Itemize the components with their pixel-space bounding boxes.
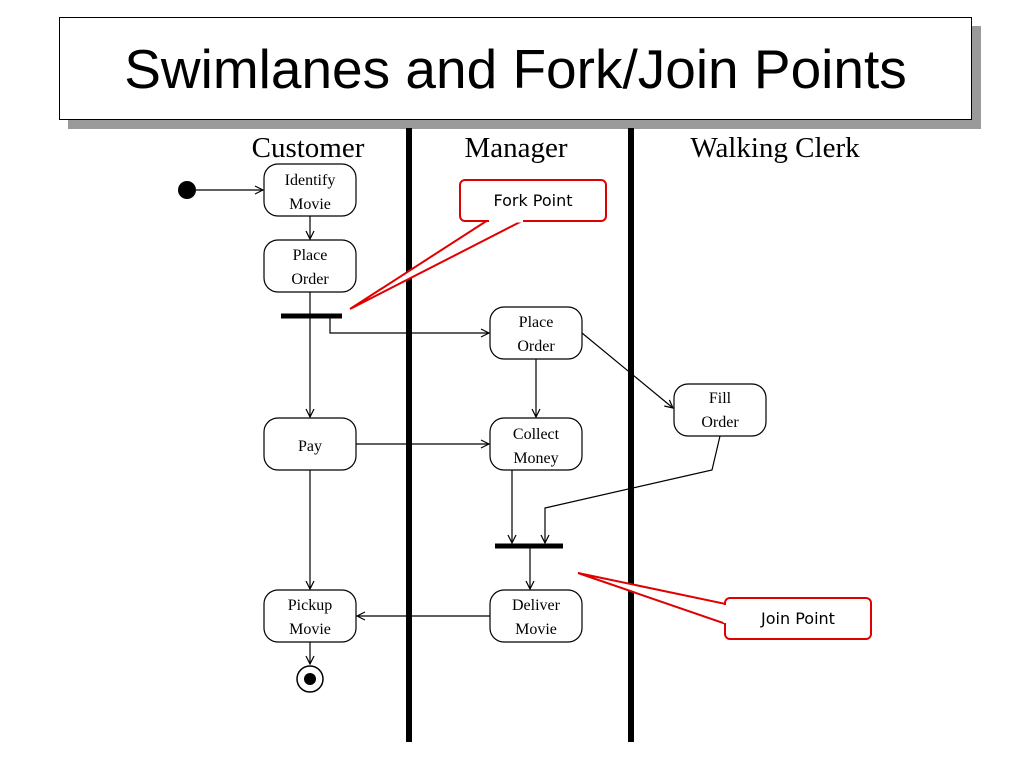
activity-fill-order: Fill Order xyxy=(673,383,767,437)
activity-fill-order-line-1: Fill xyxy=(709,390,732,407)
page-title: Swimlanes and Fork/Join Points xyxy=(124,37,907,100)
callout-join-point: Join Point xyxy=(577,572,872,640)
callout-fork-box xyxy=(459,179,607,222)
activity-identify-movie-line-1: Identify xyxy=(285,172,336,189)
callout-fork-label: Fork Point xyxy=(493,191,572,210)
activity-place-order-customer: Place Order xyxy=(263,239,357,293)
activity-place-order-manager-line-1: Place xyxy=(519,314,554,331)
activity-place-order-customer-line-2: Order xyxy=(291,271,329,288)
activity-place-order-manager: Place Order xyxy=(489,306,583,360)
activity-deliver-movie: Deliver Movie xyxy=(489,589,583,643)
edge-fork-to-manager-place-order xyxy=(329,318,489,333)
activity-pay: Pay xyxy=(263,417,357,471)
edge-fill-order-to-join xyxy=(545,435,721,543)
lane-title-walking-clerk: Walking Clerk xyxy=(690,132,860,164)
activity-deliver-movie-line-2: Movie xyxy=(515,621,557,638)
activity-pickup-movie-line-1: Pickup xyxy=(288,597,332,614)
callout-join-pointer xyxy=(577,572,727,626)
lane-title-customer: Customer xyxy=(252,132,365,164)
callout-fork-pointer xyxy=(349,219,525,310)
activity-pickup-movie: Pickup Movie xyxy=(263,589,357,643)
activity-place-order-customer-line-1: Place xyxy=(293,247,328,264)
activity-pickup-movie-line-2: Movie xyxy=(289,621,331,638)
activity-identify-movie: Identify Movie xyxy=(263,163,357,217)
activity-fill-order-line-2: Order xyxy=(701,414,739,431)
activity-collect-money: Collect Money xyxy=(489,417,583,471)
activity-deliver-movie-line-1: Deliver xyxy=(512,597,561,614)
final-node xyxy=(296,665,324,693)
title-box: Swimlanes and Fork/Join Points xyxy=(59,17,972,120)
activity-place-order-manager-line-2: Order xyxy=(517,338,555,355)
callout-join-label: Join Point xyxy=(760,609,835,628)
lane-title-manager: Manager xyxy=(464,132,567,164)
activity-collect-money-line-1: Collect xyxy=(513,426,560,443)
activity-identify-movie-line-2: Movie xyxy=(289,196,331,213)
activity-pay-label: Pay xyxy=(298,438,322,455)
activity-collect-money-line-2: Money xyxy=(513,450,558,467)
edge-place-order-to-fill-order xyxy=(581,332,673,408)
initial-node xyxy=(178,181,196,199)
callout-fork-point: Fork Point xyxy=(349,179,607,310)
